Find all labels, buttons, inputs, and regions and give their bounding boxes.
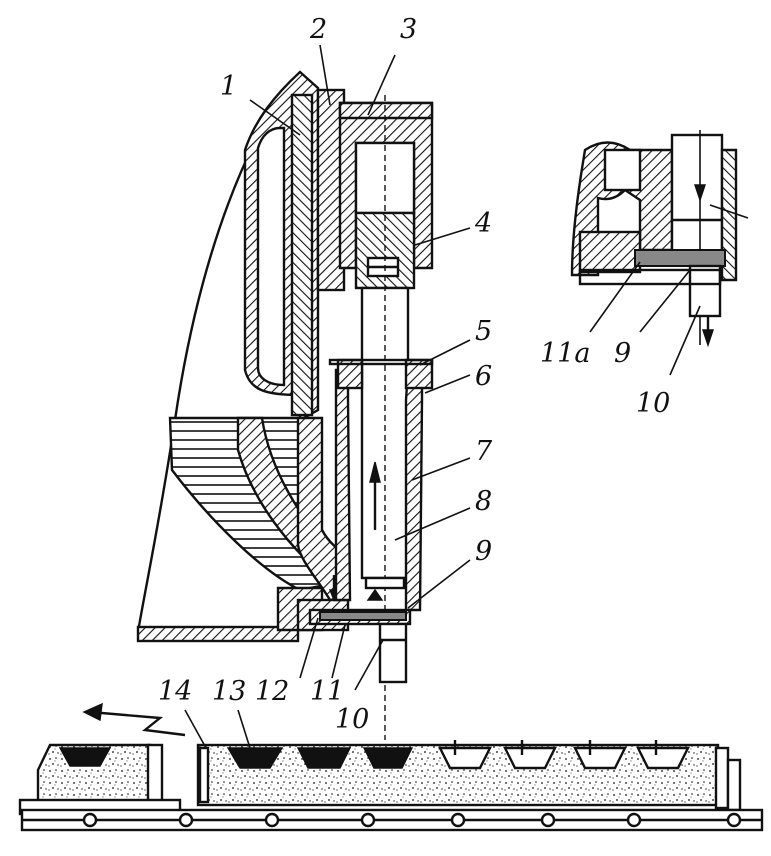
plunger-rod: [360, 95, 410, 740]
callout-13: 13: [212, 676, 246, 707]
callout-10-inset: 10: [636, 388, 670, 419]
chain-pins: [82, 812, 742, 828]
callout-9: 9: [475, 536, 492, 567]
valve-plate: [308, 608, 412, 684]
callout-9-inset: 9: [614, 338, 631, 369]
top-block: [338, 101, 434, 270]
callout-11: 11: [310, 676, 344, 707]
callout-1: 1: [220, 71, 237, 102]
callout-2: 2: [309, 14, 327, 45]
machine-frame: [136, 70, 346, 643]
callout-10: 10: [335, 704, 369, 735]
callout-4: 4: [474, 208, 492, 239]
callout-14: 14: [158, 676, 192, 707]
sleeve: [328, 358, 434, 612]
inset-detail: [570, 130, 738, 348]
callout-11a: 11a: [540, 338, 590, 369]
callout-7: 7: [475, 436, 493, 467]
callout-8: 8: [475, 486, 492, 517]
callout-labels: 1 2 3 4 5 6 7 8 9 10 11 12 13 14 11a 9 1…: [158, 14, 670, 735]
callout-3: 3: [400, 14, 417, 45]
direction-arrow: [89, 710, 186, 737]
conveyor: [18, 702, 764, 832]
callout-5: 5: [475, 316, 492, 347]
callout-12: 12: [255, 676, 289, 707]
leader-lines: [184, 44, 749, 749]
callout-6: 6: [475, 361, 492, 392]
